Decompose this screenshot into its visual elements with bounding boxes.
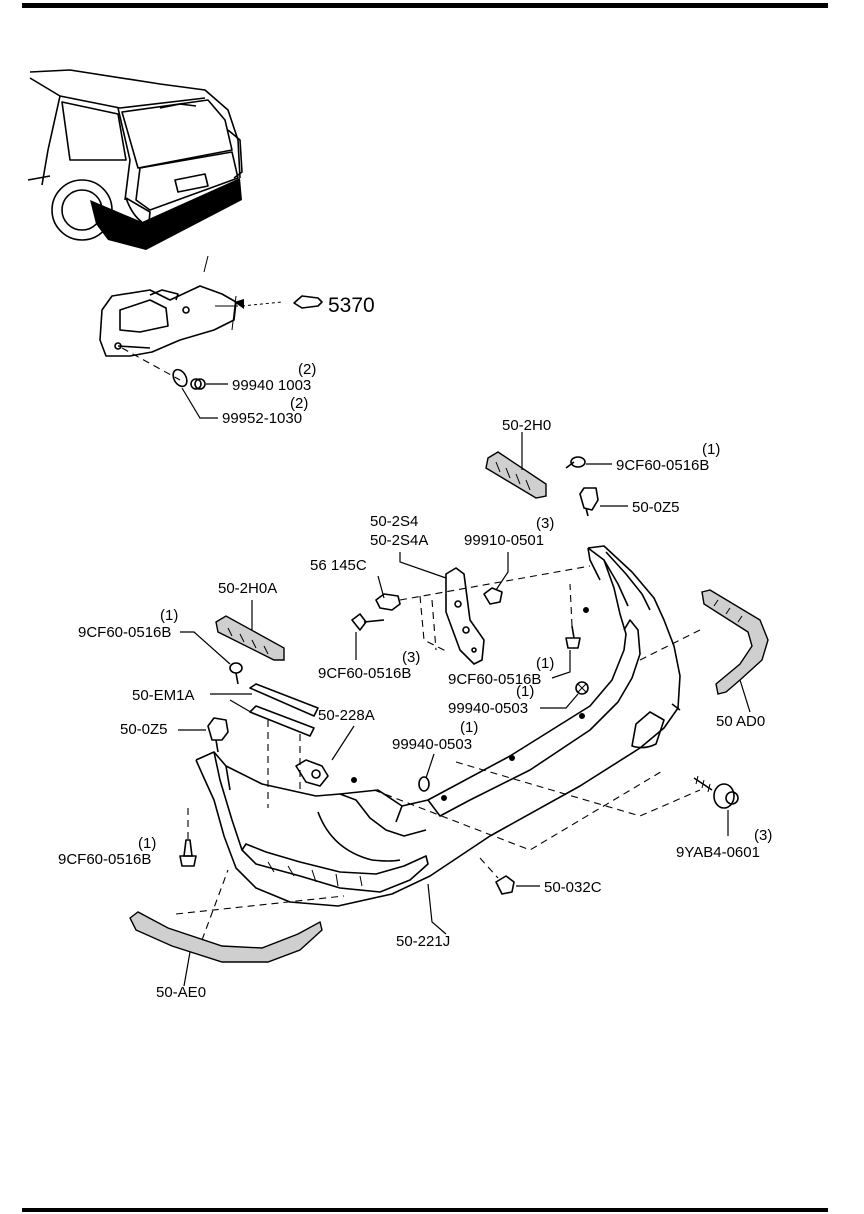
clip-50-228A: 50-228A [295, 707, 375, 787]
screw-9CF60-left: (1) 9CF60-0516B [78, 607, 243, 685]
fastener-group-panel: 99940 1003 (2) 99952-1030 (2) [121, 347, 316, 427]
label-99952-1030: 99952-1030 [222, 410, 302, 427]
label-9CF60-top: 9CF60-0516B [616, 457, 709, 474]
label-50-2H0: 50-2H0 [502, 417, 551, 434]
qty-99940-0503-b: (1) [460, 719, 478, 736]
clip-50-0Z5-left: 50-0Z5 [120, 717, 229, 753]
qty-9YAB4-0601: (3) [754, 827, 772, 844]
label-50-0Z5-left: 50-0Z5 [120, 721, 168, 738]
clip-99940-0503-a: (1) 99940-0503 [448, 681, 589, 717]
lower-garnish-50-AE0: 50-AE0 [129, 869, 345, 1001]
qty-9CF60-bottom: (1) [138, 835, 156, 852]
side-garnish-50-AD0: 50 AD0 [701, 589, 769, 730]
label-9CF60-left: 9CF60-0516B [78, 624, 171, 641]
label-99940-1003: 99940 1003 [232, 377, 311, 394]
reference-arrow-icon [293, 295, 323, 309]
bolt-9YAB4-0601: (3) 9YAB4-0601 [676, 775, 772, 861]
qty-99940-1003: (2) [298, 361, 316, 378]
label-99940-0503-b: 99940-0503 [392, 736, 472, 753]
qty-99952-1030: (2) [290, 395, 308, 412]
screw-9CF60-mid: 9CF60-0516B (3) [318, 613, 420, 682]
screw-9CF60-bottom: (1) 9CF60-0516B [58, 808, 197, 868]
label-99940-0503-a: 99940-0503 [448, 700, 528, 717]
label-5370: 5370 [328, 294, 375, 317]
label-50-2S4: 50-2S4 [370, 513, 418, 530]
label-99910-0501: 99910-0501 [464, 532, 544, 549]
bracket-50-2H0A: 50-2H0A [215, 580, 285, 661]
qty-99910-0501: (3) [536, 515, 554, 532]
label-9CF60-mid: 9CF60-0516B [318, 665, 411, 682]
clip-50-032C: 50-032C [479, 857, 602, 896]
label-50-0Z5-top: 50-0Z5 [632, 499, 680, 516]
label-9YAB4-0601: 9YAB4-0601 [676, 844, 760, 861]
clip-99940-0503-b: (1) 99940-0503 [392, 719, 478, 792]
label-9CF60-right: 9CF60-0516B [448, 671, 541, 688]
label-9CF60-bottom: 9CF60-0516B [58, 851, 151, 868]
top-rule [22, 3, 828, 8]
label-50-221J: 50-221J [396, 933, 450, 950]
vehicle-rear-view [27, 69, 243, 250]
label-50-AD0: 50 AD0 [716, 713, 765, 730]
label-50-032C: 50-032C [544, 879, 602, 896]
label-50-2H0A: 50-2H0A [218, 580, 277, 597]
qty-9CF60-top: (1) [702, 441, 720, 458]
inner-panel-assembly: 5370 [99, 255, 375, 357]
label-50-2S4A: 50-2S4A [370, 532, 428, 549]
bottom-rule [22, 1208, 828, 1212]
label-50-EM1A: 50-EM1A [132, 687, 195, 704]
screw-9CF60-top: 9CF60-0516B (1) [565, 441, 720, 474]
label-50-AE0: 50-AE0 [156, 984, 206, 1001]
qty-9CF60-left: (1) [160, 607, 178, 624]
screw-9CF60-right: 9CF60-0516B (1) [448, 583, 581, 688]
label-56-145C: 56 145C [310, 557, 367, 574]
qty-99940-0503-a: (1) [516, 683, 534, 700]
bracket-50-2S4: 50-2S4 50-2S4A 99910-0501 (3) 56 145C [310, 513, 591, 665]
qty-9CF60-mid: (3) [402, 649, 420, 666]
label-50-228A: 50-228A [318, 707, 375, 724]
clip-50-0Z5-top: 50-0Z5 [579, 487, 680, 517]
strip-50-EM1A: 50-EM1A [132, 683, 319, 808]
qty-9CF60-right: (1) [536, 655, 554, 672]
bracket-50-2H0: 50-2H0 [485, 417, 551, 499]
bumper-fascia-50-221J: 50-221J [195, 545, 701, 950]
